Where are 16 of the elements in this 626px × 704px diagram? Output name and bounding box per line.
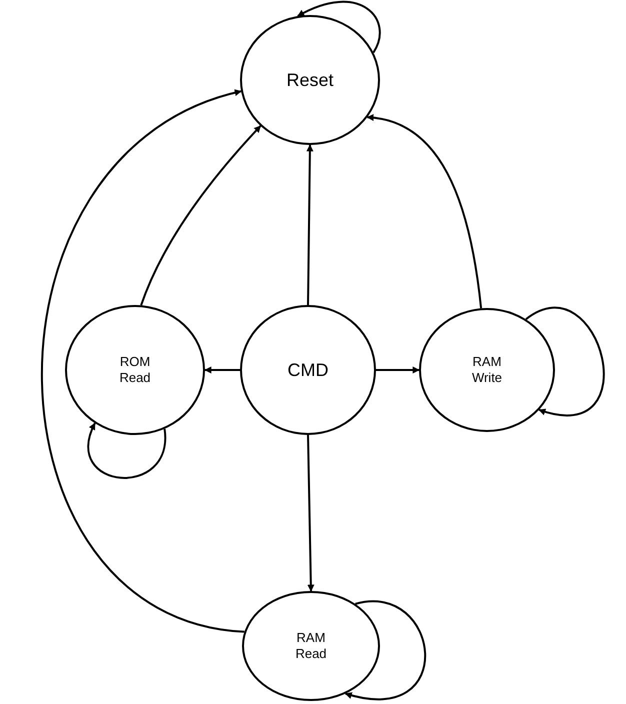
state-label: CMD: [286, 358, 330, 382]
state-label: RAM Read: [294, 630, 328, 662]
state-label: RAM Write: [470, 354, 504, 386]
state-label: Reset: [285, 68, 335, 92]
arrow: [307, 434, 314, 592]
arrow: [88, 422, 166, 479]
arrow: [344, 600, 426, 700]
arrow: [41, 90, 245, 633]
arrow: [366, 114, 482, 308]
arrow: [526, 307, 605, 416]
arrow: [376, 366, 420, 374]
state-label: ROM Read: [118, 354, 152, 386]
arrow: [204, 366, 240, 374]
arrow: [297, 0, 381, 53]
arrow: [140, 125, 262, 306]
arrow: [306, 144, 314, 306]
